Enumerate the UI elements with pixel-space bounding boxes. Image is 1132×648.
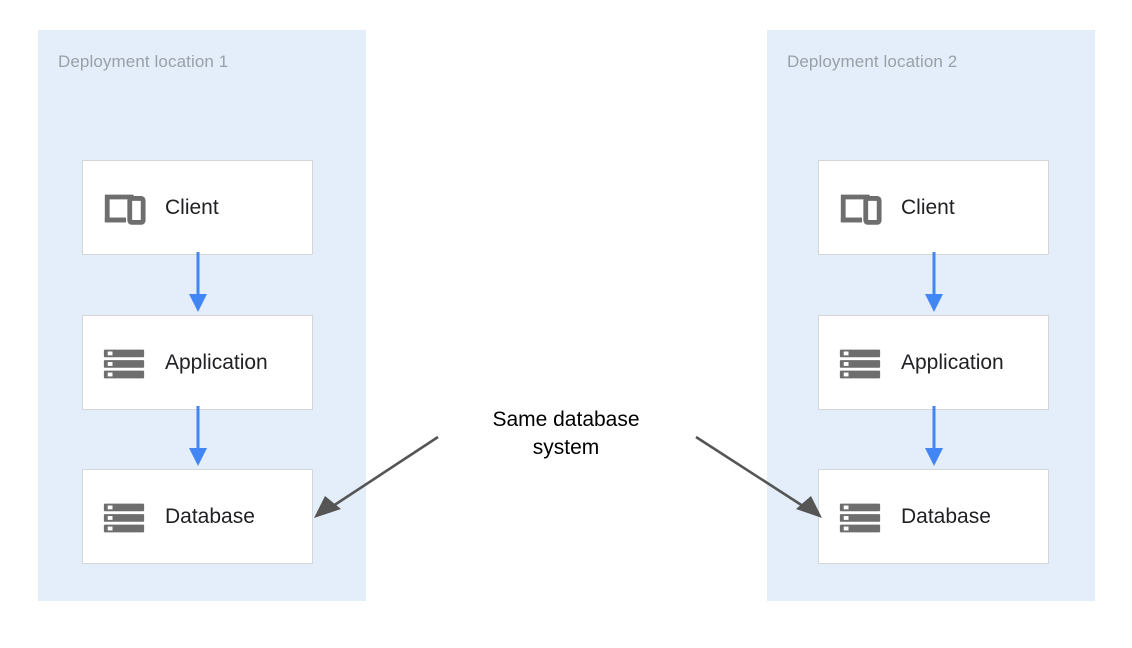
node-label: Application — [165, 350, 268, 374]
node-label: Database — [165, 504, 255, 528]
node-application-location-1[interactable]: Application — [82, 315, 313, 410]
node-label: Application — [901, 350, 1004, 374]
deployment-location-2-label: Deployment location 2 — [787, 52, 958, 71]
annotation-line-2: system — [532, 436, 600, 459]
devices-icon — [840, 194, 882, 225]
annotation-label: Same database system — [446, 406, 686, 462]
node-database-location-1[interactable]: Database — [82, 469, 313, 564]
server-stack-icon — [839, 503, 881, 532]
flow-arrow-client-to-application-location-1 — [189, 252, 207, 312]
flow-arrow-application-to-database-location-1 — [189, 406, 207, 466]
annotation-arrow-to-database-2 — [695, 435, 822, 518]
server-stack-icon — [103, 349, 145, 378]
devices-icon — [104, 194, 146, 225]
server-stack-icon — [839, 349, 881, 378]
flow-arrow-application-to-database-location-2 — [925, 406, 943, 466]
deployment-location-1-label: Deployment location 1 — [58, 52, 229, 71]
node-client-location-1[interactable]: Client — [82, 160, 313, 255]
annotation-line-1: Same database — [492, 408, 640, 431]
node-label: Database — [901, 504, 991, 528]
node-database-location-2[interactable]: Database — [818, 469, 1049, 564]
node-application-location-2[interactable]: Application — [818, 315, 1049, 410]
node-label: Client — [901, 195, 955, 219]
node-client-location-2[interactable]: Client — [818, 160, 1049, 255]
flow-arrow-client-to-application-location-2 — [925, 252, 943, 312]
annotation-arrows — [314, 435, 822, 518]
server-stack-icon — [103, 503, 145, 532]
annotation-arrow-to-database-1 — [314, 435, 439, 518]
node-label: Client — [165, 195, 219, 219]
